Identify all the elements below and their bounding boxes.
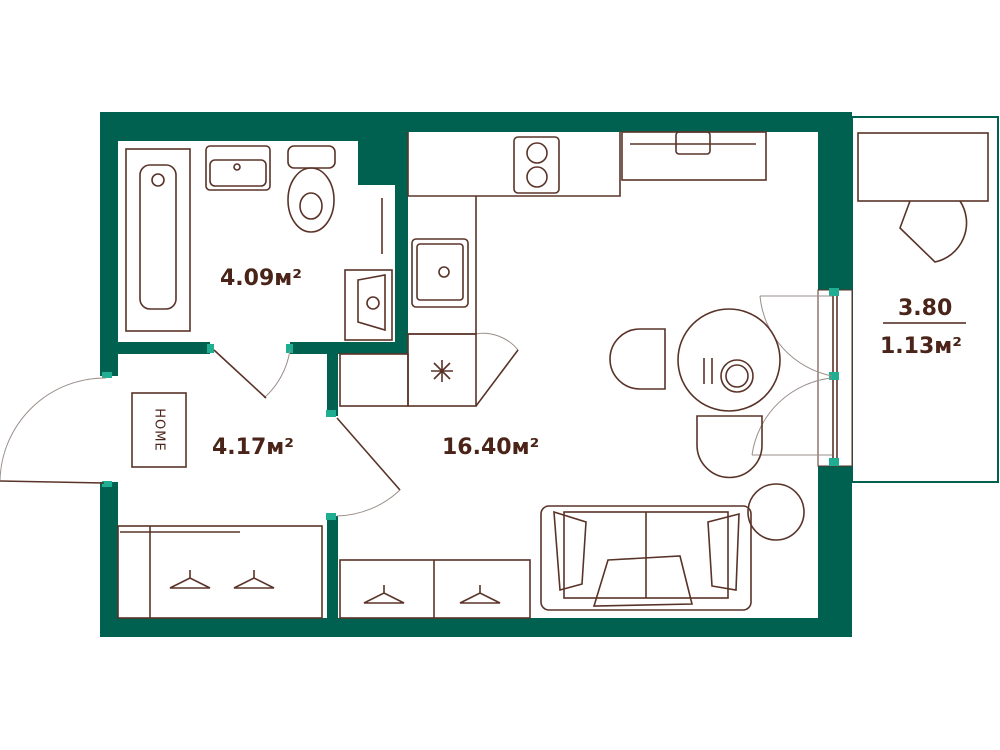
hallway-area-label: 4.17м² — [212, 435, 294, 460]
bathroom-sink — [205, 145, 271, 191]
doors — [0, 295, 833, 517]
living-room-area-label: 16.40м² — [442, 435, 540, 460]
dining-set — [609, 308, 781, 479]
sofa — [540, 483, 805, 611]
bathtub — [125, 148, 191, 332]
kitchen-counter — [339, 131, 767, 407]
toilet — [287, 145, 336, 233]
doormat — [131, 392, 187, 468]
balcony-area-full-label: 3.80 — [898, 296, 953, 321]
main-wardrobe — [339, 559, 531, 619]
balcony-area-reduced-label: 1.13м² — [880, 334, 962, 359]
hall-wardrobe — [117, 525, 323, 619]
washing-machine — [344, 269, 393, 341]
doormat-text: HOME — [151, 408, 167, 452]
bathroom-area-label: 4.09м² — [220, 266, 302, 291]
balcony-furniture — [857, 132, 989, 324]
